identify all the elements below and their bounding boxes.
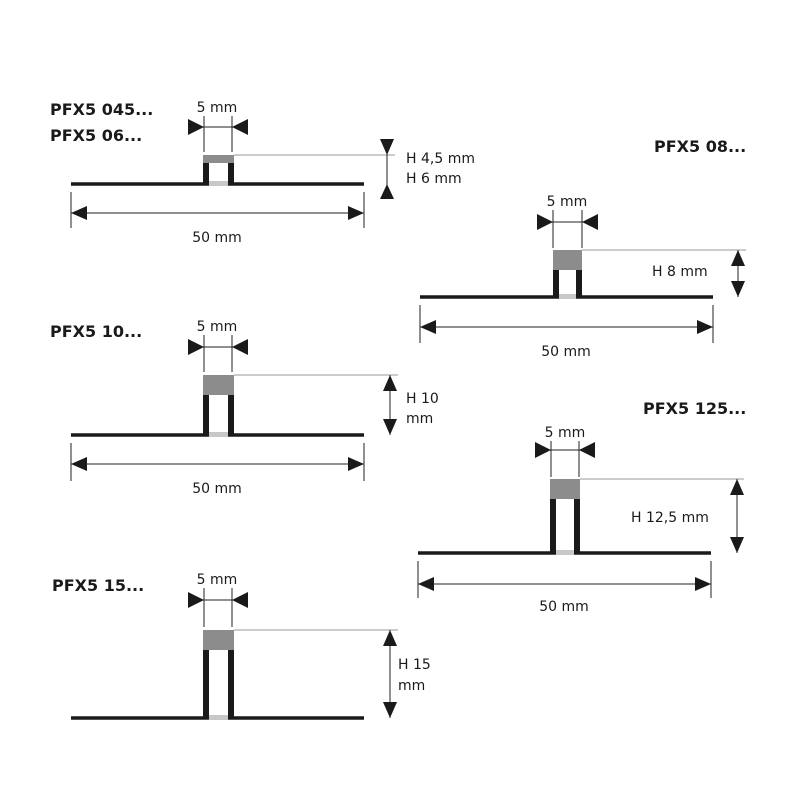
- model-label: PFX5 125...: [643, 399, 746, 418]
- profile-cap: [203, 155, 234, 163]
- arrow-icon: [731, 250, 745, 266]
- profile-wall: [203, 155, 209, 184]
- profile-wall: [576, 250, 582, 297]
- arrow-icon: [380, 139, 394, 155]
- arrow-icon: [348, 206, 364, 220]
- gap-dimension-label: 5 mm: [545, 425, 586, 441]
- profile-wall: [203, 375, 209, 435]
- profile-cap: [553, 250, 582, 270]
- arrow-icon: [232, 119, 248, 135]
- arrow-icon: [188, 339, 204, 355]
- arrow-icon: [582, 214, 598, 230]
- height-dimension-label: H 6 mm: [406, 171, 462, 187]
- profile-cap: [203, 630, 234, 650]
- arrow-icon: [383, 702, 397, 718]
- profile-foot: [209, 432, 228, 437]
- height-dimension-label: H 10: [406, 391, 439, 407]
- profile-wall: [203, 630, 209, 718]
- profile-wall: [228, 155, 234, 184]
- profile-gap: [209, 650, 228, 716]
- profile-pfx5-08: PFX5 08... 5 mm H 8 mm 50 mm: [419, 137, 746, 360]
- arrow-icon: [420, 320, 436, 334]
- arrow-icon: [695, 577, 711, 591]
- profile-foot: [209, 181, 228, 186]
- arrow-icon: [731, 281, 745, 297]
- profile-wall: [553, 250, 559, 297]
- width-dimension-label: 50 mm: [539, 599, 589, 615]
- profile-pfx5-125: PFX5 125... 5 mm H 12,5 mm 50 mm: [417, 399, 746, 615]
- profile-pfx5-15: PFX5 15... 5 mm H 15 mm: [52, 572, 431, 720]
- width-dimension-label: 50 mm: [192, 230, 242, 246]
- profile-cap: [550, 479, 580, 499]
- gap-dimension-label: 5 mm: [197, 572, 238, 588]
- arrow-icon: [348, 457, 364, 471]
- profile-gap: [559, 270, 576, 295]
- profile-gap: [556, 499, 574, 551]
- arrow-icon: [537, 214, 553, 230]
- arrow-icon: [697, 320, 713, 334]
- gap-dimension-label: 5 mm: [547, 194, 588, 210]
- height-dimension-label: H 12,5 mm: [631, 510, 709, 526]
- height-dimension-label: H 8 mm: [652, 264, 708, 280]
- arrow-icon: [730, 479, 744, 495]
- profile-wall: [574, 479, 580, 553]
- arrow-icon: [535, 442, 551, 458]
- arrow-icon: [380, 184, 394, 199]
- arrow-icon: [579, 442, 595, 458]
- arrow-icon: [383, 419, 397, 435]
- profile-wall: [228, 375, 234, 435]
- profile-foot: [559, 294, 576, 299]
- model-label: PFX5 045...: [50, 100, 153, 119]
- profile-cap: [203, 375, 234, 395]
- width-dimension-label: 50 mm: [192, 481, 242, 497]
- arrow-icon: [188, 119, 204, 135]
- arrow-icon: [71, 457, 87, 471]
- profile-gap: [209, 163, 228, 182]
- profile-pfx5-10: PFX5 10... 5 mm H 10 mm 50 mm: [50, 319, 439, 497]
- arrow-icon: [71, 206, 87, 220]
- arrow-icon: [232, 339, 248, 355]
- model-label: PFX5 08...: [654, 137, 746, 156]
- model-label: PFX5 10...: [50, 322, 142, 341]
- arrow-icon: [188, 592, 204, 608]
- profile-wall: [228, 630, 234, 718]
- arrow-icon: [232, 592, 248, 608]
- profile-foot: [209, 715, 228, 720]
- height-dimension-label: H 15: [398, 657, 431, 673]
- height-dimension-label: H 4,5 mm: [406, 151, 475, 167]
- model-label: PFX5 15...: [52, 576, 144, 595]
- profile-gap: [209, 395, 228, 433]
- arrow-icon: [730, 537, 744, 553]
- arrow-icon: [418, 577, 434, 591]
- gap-dimension-label: 5 mm: [197, 319, 238, 335]
- profile-pfx5-045-06: PFX5 045... PFX5 06... 5 mm H 4,5 mm H 6…: [50, 100, 475, 246]
- model-label: PFX5 06...: [50, 126, 142, 145]
- height-dimension-label: mm: [398, 678, 425, 694]
- profile-foot: [556, 550, 574, 555]
- gap-dimension-label: 5 mm: [197, 100, 238, 116]
- width-dimension-label: 50 mm: [541, 344, 591, 360]
- profile-wall: [550, 479, 556, 553]
- height-dimension-label: mm: [406, 411, 433, 427]
- arrow-icon: [383, 630, 397, 646]
- arrow-icon: [383, 375, 397, 391]
